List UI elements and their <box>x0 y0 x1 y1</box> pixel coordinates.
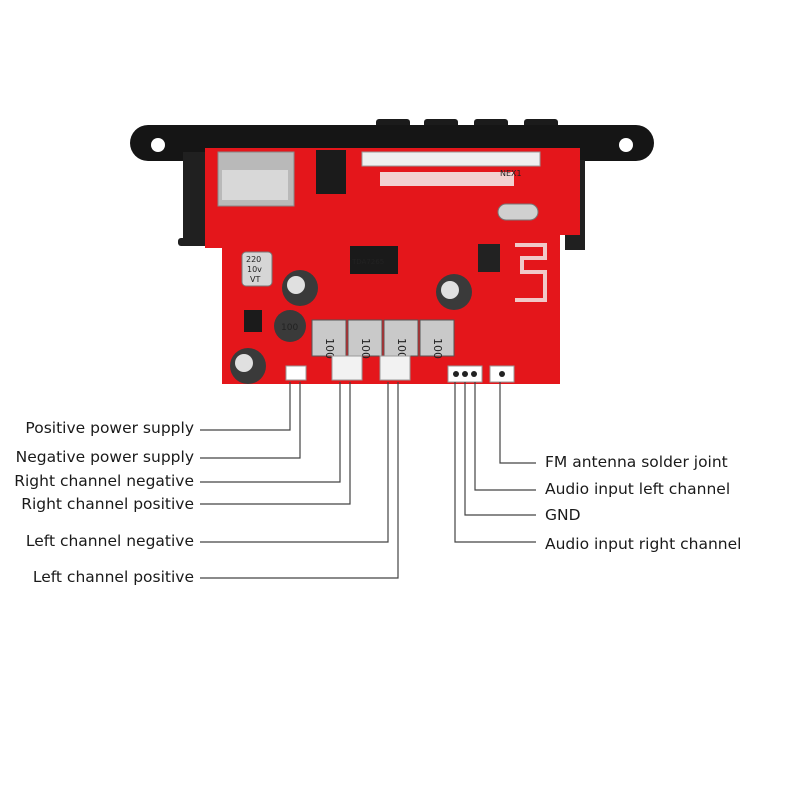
cap-value-3: VT <box>250 275 260 284</box>
leader-pos-power <box>200 382 291 431</box>
label-audio-input-right-channel: Audio input right channel <box>545 535 741 553</box>
left-clip-foot <box>178 238 208 246</box>
mount-hole <box>619 138 633 152</box>
label-left-channel-negative: Left channel negative <box>26 532 194 550</box>
leader-audio-in-right <box>454 382 536 543</box>
inductor-1: 100 <box>311 319 347 359</box>
choke <box>274 310 306 342</box>
leader-right-neg <box>200 382 341 483</box>
top-connector <box>361 151 541 167</box>
silk-top-text: NEX1 <box>500 169 522 178</box>
inductor-label-3: 100 <box>395 338 408 359</box>
cap-value-2: 10v <box>247 265 262 274</box>
leader-fm-antenna <box>499 382 536 464</box>
mount-hole <box>151 138 165 152</box>
inductor-label-1: 100 <box>323 338 336 359</box>
leader-neg-power <box>200 382 301 459</box>
small-part <box>244 310 262 332</box>
inductor-3: 100 <box>383 319 419 359</box>
leader-left-pos <box>200 382 399 579</box>
cap-labeled <box>241 251 273 287</box>
left-clip <box>183 152 205 246</box>
pcb: NEX1 TDA7265 220 10v VT 100 100 100 <box>205 148 580 384</box>
cap-value-1: 220 <box>246 255 261 264</box>
label-fm-antenna-solder-joint: FM antenna solder joint <box>545 453 728 471</box>
inductor-label-2: 100 <box>359 338 372 359</box>
label-audio-input-left-channel: Audio input left channel <box>545 480 730 498</box>
leader-right-pos <box>200 382 351 505</box>
label-negative-power-supply: Negative power supply <box>16 448 194 466</box>
label-right-channel-positive: Right channel positive <box>21 495 194 513</box>
power-connector <box>285 365 307 381</box>
main-ic <box>350 246 398 274</box>
leader-gnd <box>464 382 536 516</box>
crystal <box>497 203 539 221</box>
bt-chip <box>478 244 500 272</box>
inductor-2: 100 <box>347 319 383 359</box>
sd-card-slot-inner <box>222 170 288 200</box>
labels-left: Positive power supply Negative power sup… <box>14 419 194 586</box>
silk-block <box>380 172 514 186</box>
label-positive-power-supply: Positive power supply <box>25 419 194 437</box>
leader-lines-left <box>200 382 399 579</box>
leader-left-neg <box>200 382 389 543</box>
bt-antenna-trace <box>515 243 547 302</box>
labels-right: FM antenna solder joint Audio input left… <box>545 453 741 553</box>
right-speaker-connector <box>331 355 363 381</box>
inductor-4: 100 <box>419 319 455 359</box>
inductor-label-4: 100 <box>431 338 444 359</box>
choke-label: 100 <box>281 323 298 333</box>
usb-module <box>316 150 346 194</box>
leader-audio-in-left <box>474 382 536 491</box>
main-ic-label: TDA7265 <box>351 258 384 266</box>
label-left-channel-positive: Left channel positive <box>33 568 194 586</box>
label-right-channel-negative: Right channel negative <box>14 472 194 490</box>
label-gnd: GND <box>545 506 581 524</box>
left-speaker-connector <box>379 355 411 381</box>
leader-lines-right <box>454 382 536 543</box>
